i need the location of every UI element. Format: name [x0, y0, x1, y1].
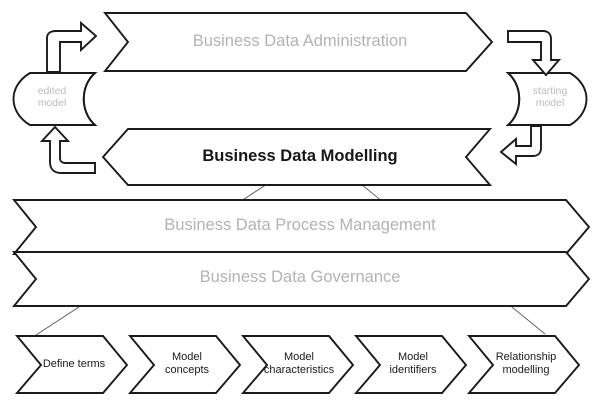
- store-edited-model: [12, 72, 98, 126]
- arrow-bottom-right-icon: [499, 125, 542, 166]
- store-starting-model: [505, 72, 588, 126]
- step-chevron-model-concepts: [127, 335, 242, 394]
- band-administration: [103, 12, 494, 72]
- step-chevron-model-identifiers: [353, 335, 468, 394]
- step-chevron-model-characteristics: [240, 335, 355, 394]
- arrow-bottom-left-icon: [39, 125, 96, 174]
- band-modelling: [101, 128, 493, 186]
- arrow-top-left-icon: [46, 20, 98, 73]
- band-process-management: [12, 199, 591, 255]
- step-chevron-relationship-modelling: [466, 335, 581, 394]
- band-governance: [12, 251, 591, 307]
- step-chevron-define-terms: [14, 335, 129, 394]
- arrow-top-right-icon: [507, 30, 562, 77]
